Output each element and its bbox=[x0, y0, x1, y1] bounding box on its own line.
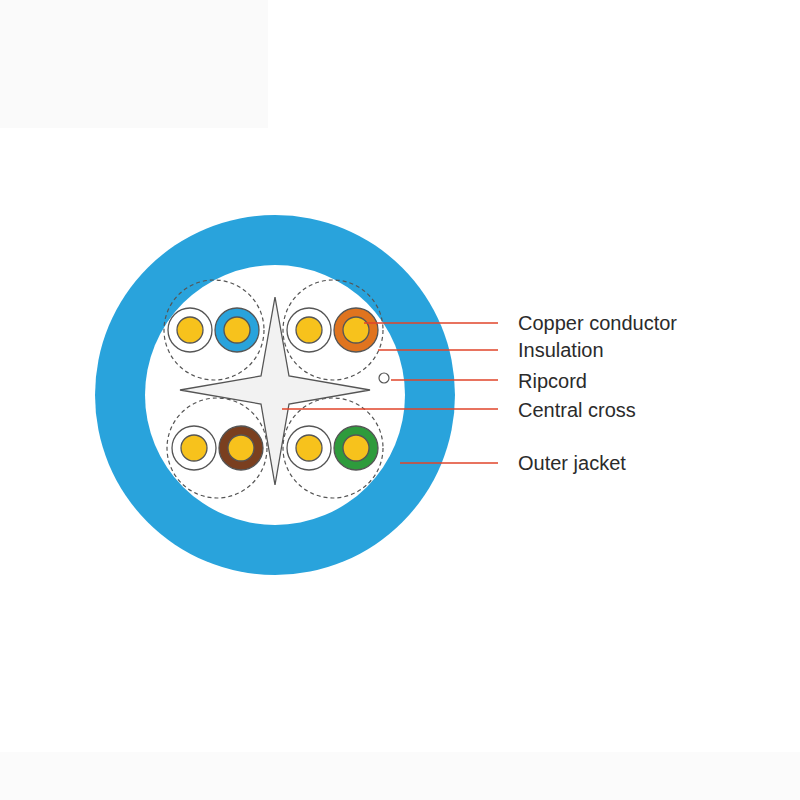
part-label: Outer jacket bbox=[518, 451, 626, 475]
part-label: Central cross bbox=[518, 398, 636, 422]
leader-lines bbox=[282, 323, 498, 463]
pair-outlines bbox=[164, 280, 383, 498]
corner-panel bbox=[0, 0, 268, 128]
ripcord bbox=[379, 373, 389, 383]
bottom-band bbox=[0, 752, 800, 800]
part-label: Copper conductor bbox=[518, 311, 677, 335]
part-label: Ripcord bbox=[518, 369, 587, 393]
conductors bbox=[168, 308, 378, 470]
inner-core bbox=[145, 265, 405, 525]
outer-jacket bbox=[95, 215, 455, 575]
part-label: Insulation bbox=[518, 338, 604, 362]
